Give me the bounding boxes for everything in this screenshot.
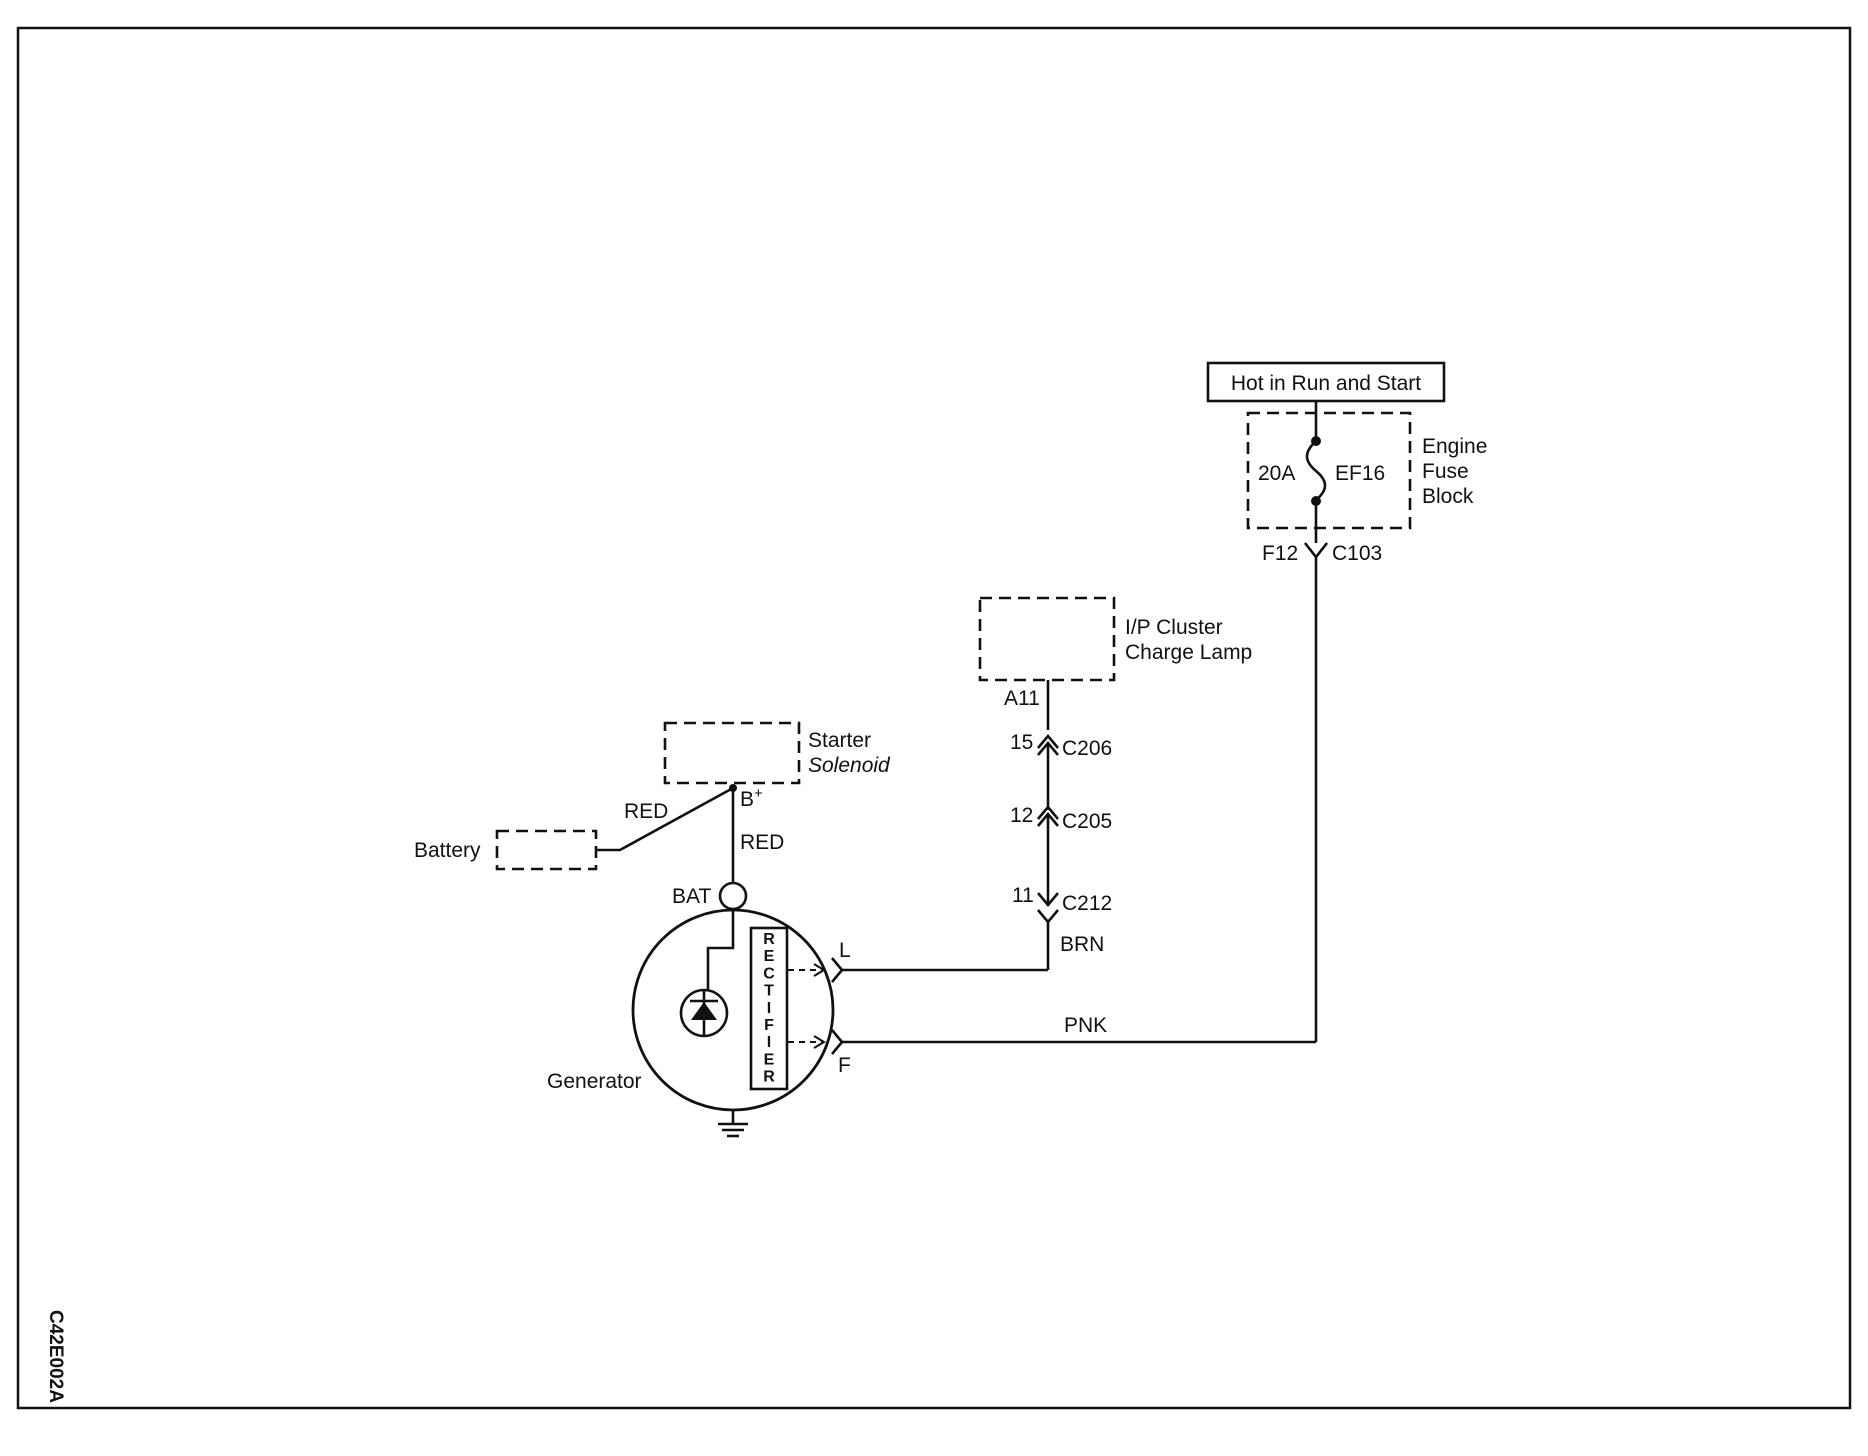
wire-brn-label: BRN bbox=[1060, 933, 1104, 956]
diode-symbol bbox=[679, 988, 729, 1038]
l-terminal bbox=[831, 957, 844, 983]
cluster-pin: A11 bbox=[1004, 687, 1040, 710]
battery: Battery bbox=[414, 829, 598, 871]
power-source-label: Hot in Run and Start bbox=[1231, 372, 1421, 395]
page-frame bbox=[16, 26, 1852, 1410]
bat-terminal-label: BAT bbox=[672, 885, 711, 908]
fuse-rating: 20A bbox=[1258, 462, 1295, 485]
rectifier-letter: R bbox=[763, 931, 775, 948]
wire-brn: BRN bbox=[842, 922, 1104, 972]
wire-red-battery-label: RED bbox=[624, 800, 668, 823]
battery-label: Battery bbox=[414, 839, 481, 862]
connector-c205: 12 C205 bbox=[1010, 804, 1112, 833]
rectifier-letter: I bbox=[767, 1000, 771, 1017]
cluster-label-2: Charge Lamp bbox=[1125, 641, 1252, 664]
wire-pnk: PNK bbox=[842, 1014, 1316, 1044]
wire-red-battery: RED bbox=[596, 786, 734, 852]
power-source: Hot in Run and Start bbox=[1206, 361, 1446, 403]
f-terminal-label: F bbox=[838, 1054, 851, 1077]
fuse-id: EF16 bbox=[1335, 462, 1385, 485]
rectifier-letter: C bbox=[763, 965, 775, 982]
rectifier-letter: E bbox=[764, 948, 775, 965]
connector-c103-pin: F12 bbox=[1262, 542, 1298, 565]
connector-c103-id: C103 bbox=[1332, 542, 1382, 565]
ground-symbol bbox=[718, 1110, 748, 1138]
rectifier-letter: F bbox=[764, 1017, 774, 1034]
figure-code: C42E002A bbox=[45, 1310, 66, 1403]
connector-c212-pin: 11 bbox=[1012, 884, 1034, 907]
connector-c212-id: C212 bbox=[1062, 892, 1112, 915]
generator-label: Generator bbox=[547, 1070, 642, 1093]
connector-c212: 11 C212 bbox=[1012, 884, 1112, 925]
wire-red-generator-label: RED bbox=[740, 831, 784, 854]
fuse-block-label-3: Block bbox=[1422, 485, 1474, 508]
connector-c205-id: C205 bbox=[1062, 810, 1112, 833]
rectifier-letter: T bbox=[764, 983, 774, 1000]
connector-c103: F12 C103 bbox=[1262, 542, 1382, 1042]
rectifier-letter: R bbox=[763, 1069, 775, 1086]
connector-c206-pin: 15 bbox=[1010, 731, 1033, 754]
starter-terminal: B+ bbox=[740, 785, 763, 811]
wire-red-generator: RED bbox=[731, 788, 784, 882]
starter-label-2: Solenoid bbox=[808, 754, 891, 777]
connector-c206: 15 C206 bbox=[1010, 731, 1112, 760]
starter-label-1: Starter bbox=[808, 729, 871, 752]
starter-solenoid: Starter Solenoid B+ bbox=[663, 721, 891, 811]
l-terminal-label: L bbox=[839, 939, 851, 962]
engine-fuse-block: 20A EF16 Engine Fuse Block bbox=[1246, 401, 1487, 543]
fuse-block-label-2: Fuse bbox=[1422, 460, 1469, 483]
bat-terminal bbox=[718, 881, 748, 911]
fuse-ef16-symbol bbox=[1305, 440, 1327, 501]
connector-c206-id: C206 bbox=[1062, 737, 1112, 760]
connector-c205-pin: 12 bbox=[1010, 804, 1033, 827]
cluster-label-1: I/P Cluster bbox=[1125, 616, 1223, 639]
f-terminal bbox=[831, 1029, 844, 1055]
wire-pnk-label: PNK bbox=[1064, 1014, 1107, 1037]
rectifier-letter: E bbox=[764, 1051, 775, 1068]
rectifier-letter: I bbox=[767, 1034, 771, 1051]
fuse-block-label-1: Engine bbox=[1422, 435, 1487, 458]
ip-cluster-charge-lamp: I/P Cluster Charge Lamp A11 bbox=[978, 596, 1252, 730]
